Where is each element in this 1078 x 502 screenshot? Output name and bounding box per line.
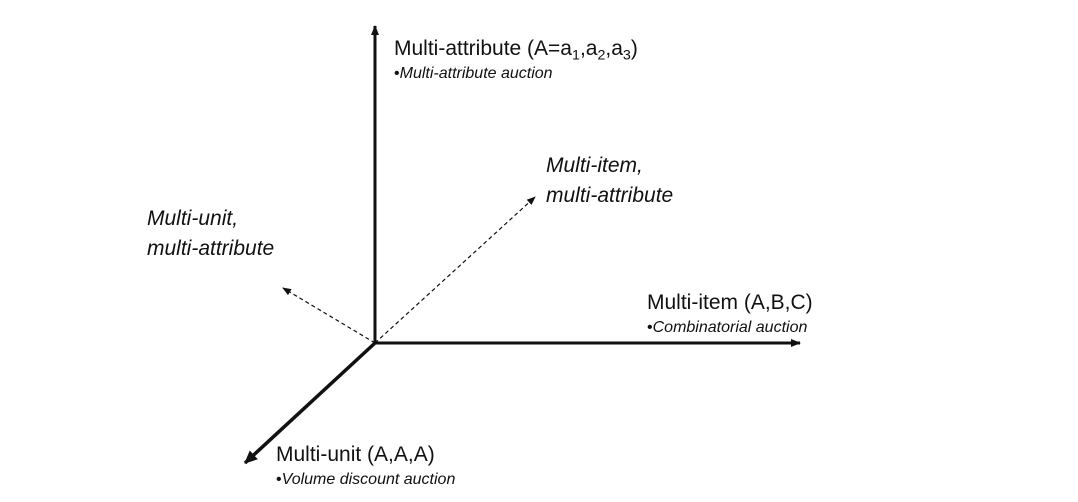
multi-item-label: Multi-item (A,B,C) bbox=[647, 291, 813, 315]
multi-item-attribute-label: Multi-item, multi-attribute bbox=[546, 151, 673, 212]
multi-unit-attribute-label: Multi-unit, multi-attribute bbox=[147, 204, 274, 265]
multi-unit-axis bbox=[243, 341, 377, 465]
subscript-2: 2 bbox=[597, 47, 606, 64]
subscript-3: 3 bbox=[622, 47, 631, 64]
multi-unit-attribute-line-2: multi-attribute bbox=[147, 237, 275, 261]
multi-item-attribute-line-2: multi-attribute bbox=[546, 184, 674, 208]
multi-attribute-title-prefix: Multi-attribute (A=a bbox=[394, 37, 572, 60]
multi-unit-attribute-diagonal bbox=[282, 287, 376, 344]
bullet: • bbox=[647, 319, 653, 336]
subscript-1: 1 bbox=[572, 47, 580, 64]
multi-attribute-label: Multi-attribute (A=a1,a2,a3) bbox=[394, 37, 638, 64]
multi-unit-label: Multi-unit (A,A,A) bbox=[276, 443, 435, 467]
multi-unit-attribute-line-1: Multi-unit, bbox=[147, 207, 239, 230]
multi-unit-example-text: Volume discount auction bbox=[281, 471, 456, 488]
multi-item-attribute-line-1: Multi-item, bbox=[546, 154, 643, 177]
multi-attribute-title-suffix: ) bbox=[630, 37, 638, 60]
multi-unit-title: Multi-unit (A,A,A) bbox=[276, 443, 435, 466]
bullet: • bbox=[276, 471, 282, 488]
multi-unit-example: •Volume discount auction bbox=[276, 471, 455, 489]
multi-item-title: Multi-item (A,B,C) bbox=[647, 291, 813, 314]
multi-item-example: •Combinatorial auction bbox=[647, 319, 807, 337]
multi-attribute-example-text: Multi-attribute auction bbox=[399, 65, 553, 82]
multi-item-example-text: Combinatorial auction bbox=[652, 319, 808, 336]
multi-attribute-example: •Multi-attribute auction bbox=[394, 65, 553, 83]
multi-attribute-sep-1: ,a bbox=[579, 37, 598, 60]
multi-attribute-sep-2: ,a bbox=[605, 37, 623, 60]
bullet: • bbox=[394, 65, 400, 82]
multi-item-attribute-diagonal bbox=[374, 196, 536, 344]
